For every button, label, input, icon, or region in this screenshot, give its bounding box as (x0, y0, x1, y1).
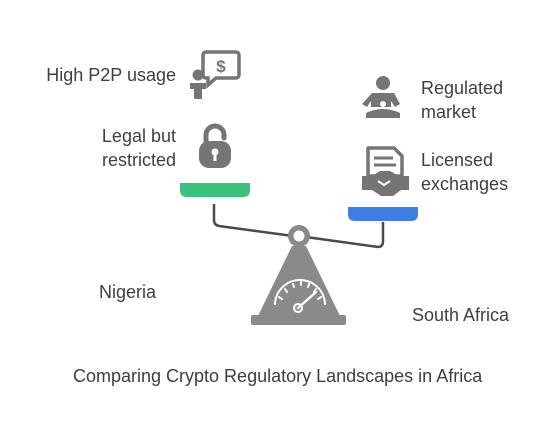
feature-label-line: market (421, 102, 477, 122)
svg-text:$: $ (216, 57, 226, 76)
feature-label-regulated-market: Regulated market (421, 76, 503, 124)
feature-label-high-p2p: High P2P usage (46, 65, 176, 85)
feature-label-legal-restricted: Legal but restricted (102, 124, 176, 172)
left-pan (180, 183, 250, 197)
padlock-icon (199, 123, 231, 168)
feature-label-licensed-exchanges: Licensed exchanges (421, 148, 508, 196)
feature-label-line: Legal but (101, 126, 176, 146)
country-label-nigeria: Nigeria (99, 282, 157, 302)
scale-pivot (288, 225, 310, 247)
right-pan (348, 207, 418, 221)
feature-label-line: restricted (101, 150, 176, 170)
meditation-figure-icon (362, 76, 400, 118)
scale-beam (212, 204, 385, 249)
document-handshake-icon (362, 146, 409, 196)
feature-label-line: Regulated (421, 78, 504, 98)
diagram-caption: Comparing Crypto Regulatory Landscapes i… (73, 366, 483, 386)
feature-label-line: Licensed (421, 150, 494, 170)
feature-label-line: exchanges (421, 174, 509, 194)
person-dollar-bubble-icon: $ (190, 50, 241, 99)
country-label-south-africa: South Africa (412, 305, 510, 325)
scale-stand (251, 246, 346, 325)
